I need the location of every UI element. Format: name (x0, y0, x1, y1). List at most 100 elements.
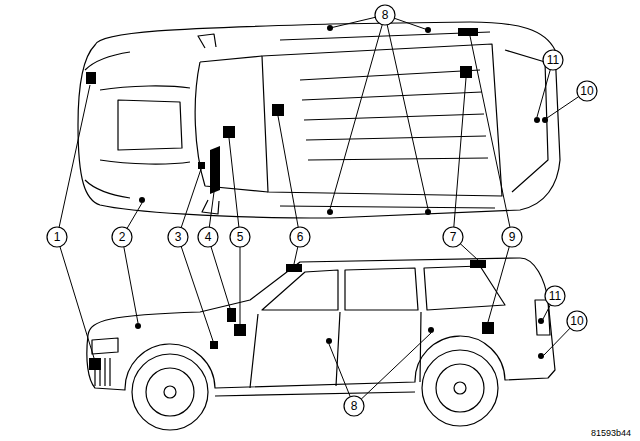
roof-slats (300, 70, 488, 160)
location-mark (86, 72, 96, 84)
leader-line (361, 333, 431, 399)
leader-line (209, 192, 214, 227)
leader-line (211, 247, 230, 308)
callout-circle (112, 227, 132, 247)
location-mark (223, 126, 235, 138)
wheel (422, 350, 498, 426)
rear-lamp (535, 300, 550, 335)
location-mark (227, 308, 236, 322)
callout-number: 6 (297, 230, 304, 244)
body-outline (87, 258, 555, 390)
leader-line (488, 247, 509, 322)
leader-line (543, 305, 550, 319)
side-view (87, 258, 555, 430)
wheel (132, 354, 208, 430)
leader-line (60, 247, 94, 358)
wheel-hub (454, 382, 466, 394)
callout-circle (344, 396, 364, 416)
callout-number: 5 (237, 230, 244, 244)
location-mark (89, 358, 101, 370)
location-mark (482, 322, 494, 334)
callout-circle (290, 227, 310, 247)
location-mark (458, 28, 478, 36)
leader-line (454, 78, 466, 227)
callout-number: 2 (119, 230, 126, 244)
location-mark (534, 117, 540, 123)
callout-circle (198, 227, 218, 247)
callout-circle (375, 5, 395, 25)
callout-circle (230, 227, 250, 247)
leader-line (544, 328, 570, 355)
location-mark (210, 341, 218, 349)
side-view-locations (89, 260, 544, 370)
callout-circle (502, 227, 522, 247)
roof-outline (262, 44, 502, 196)
location-mark (286, 264, 302, 272)
location-mark (198, 162, 205, 169)
leader-line (181, 169, 201, 228)
mirrors (198, 34, 219, 214)
hood-lines (85, 52, 190, 198)
leader-line (278, 116, 298, 227)
leader-line (394, 18, 428, 30)
top-view-locations (86, 25, 548, 215)
callout-circle (577, 81, 597, 101)
leader-line (460, 244, 478, 260)
wheel-rim (436, 364, 484, 412)
callout-number: 1 (54, 230, 61, 244)
callout-number: 7 (450, 230, 457, 244)
location-mark (139, 197, 145, 203)
location-mark (272, 104, 284, 116)
callout-number: 9 (509, 230, 516, 244)
sill (215, 392, 415, 396)
callout-number: 10 (580, 84, 593, 98)
figure-code: 81593b44 (591, 428, 631, 439)
callout-circle (443, 227, 463, 247)
leader-line (229, 138, 239, 227)
location-mark (460, 66, 472, 78)
wheel-rim (146, 368, 194, 416)
leader-line (387, 25, 428, 209)
location-mark (135, 323, 141, 329)
location-mark (210, 146, 220, 194)
window (262, 270, 338, 310)
leader-line (547, 97, 579, 118)
leader-line (240, 247, 241, 324)
leader-line (330, 17, 375, 28)
leader-line (181, 246, 213, 341)
callout-number: 8 (382, 8, 389, 22)
location-mark (326, 338, 332, 344)
location-mark (470, 260, 486, 268)
leader-line (537, 70, 550, 117)
callout-number: 11 (549, 289, 561, 303)
location-mark (538, 353, 544, 359)
leader-line (330, 25, 382, 209)
callout-number: 3 (175, 230, 182, 244)
wheel-hub (164, 386, 176, 398)
callout-number: 11 (547, 53, 559, 67)
callout-number: 8 (351, 399, 358, 413)
leader-line (294, 247, 298, 264)
leader-line (329, 344, 350, 397)
window (345, 268, 418, 310)
location-mark (425, 209, 431, 215)
leader-line (127, 203, 142, 228)
callout-circle (567, 311, 587, 331)
callout-number: 4 (205, 230, 212, 244)
callout-circle (168, 227, 188, 247)
location-mark (327, 209, 333, 215)
leader-line (124, 247, 138, 323)
location-mark (234, 324, 246, 336)
leader-line (59, 85, 90, 227)
door-lines (250, 312, 421, 388)
leader-line (470, 36, 510, 227)
callout-circle (543, 50, 563, 70)
location-mark (428, 327, 434, 333)
callout-number: 10 (570, 314, 583, 328)
rear-window (505, 50, 548, 192)
callout-circle (545, 286, 565, 306)
